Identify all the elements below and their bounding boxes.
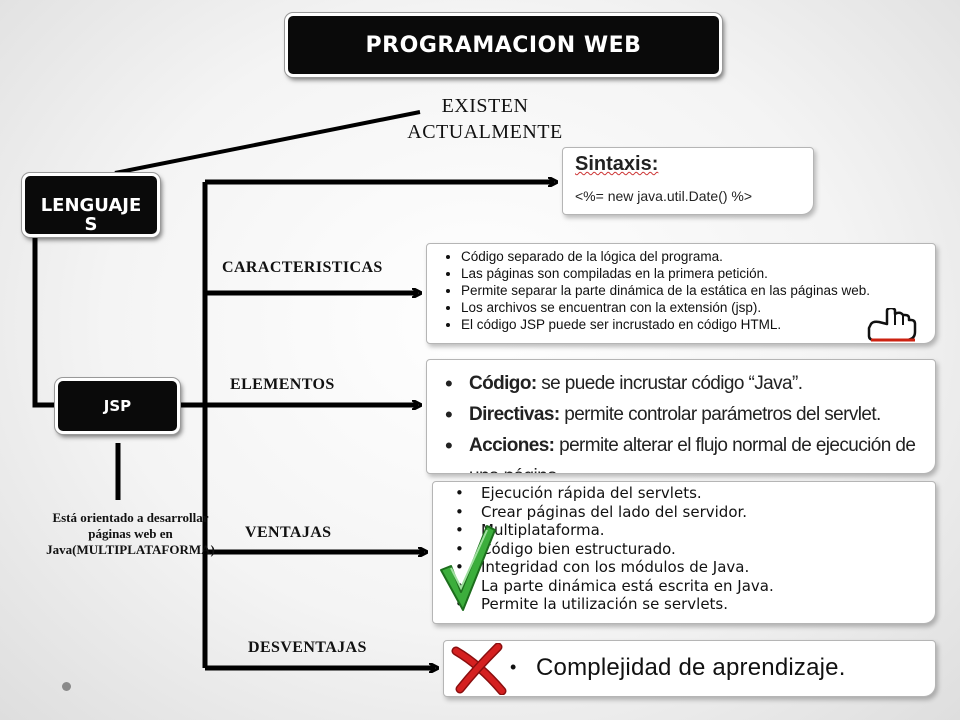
list-item: Permite la utilización se servlets.	[455, 595, 927, 614]
jsp-label: JSP	[103, 397, 132, 415]
list-item: Directivas: permite controlar parámetros…	[445, 399, 927, 430]
elemento-desc: permite controlar parámetros del servlet…	[559, 404, 881, 425]
ventajas-panel: Ejecución rápida del servlets. Crear pág…	[432, 481, 936, 624]
list-item: Código: se puede incrustar código “Java”…	[445, 368, 927, 399]
caracteristicas-list: Código separado de la lógica del program…	[435, 248, 927, 333]
list-item: Código separado de la lógica del program…	[461, 248, 927, 265]
elemento-desc: se puede incrustar código “Java”.	[536, 373, 803, 394]
lenguajes-label: LENGUAJES	[40, 195, 142, 235]
desventajas-label: DESVENTAJAS	[248, 639, 367, 656]
elementos-list: Código: se puede incrustar código “Java”…	[435, 368, 927, 473]
list-item: La parte dinámica está escrita en Java.	[455, 577, 927, 596]
bullet-dot: •	[510, 657, 517, 677]
list-item: Acciones: permite alterar el flujo norma…	[445, 430, 927, 473]
list-item: Permite separar la parte dinámica de la …	[461, 282, 927, 299]
list-item: Integridad con los módulos de Java.	[455, 558, 927, 577]
checkmark-icon	[440, 525, 496, 611]
desventaja-text: Complejidad de aprendizaje.	[536, 654, 846, 681]
caracteristicas-panel: Código separado de la lógica del program…	[426, 243, 936, 344]
list-item: Las páginas son compiladas en la primera…	[461, 265, 927, 282]
slide-dot	[62, 682, 71, 691]
list-item: Código bien estructurado.	[455, 540, 927, 559]
syntax-panel: Sintaxis: <%= new java.util.Date() %>	[562, 147, 814, 215]
ventajas-list: Ejecución rápida del servlets. Crear pág…	[443, 484, 927, 614]
syntax-code: <%= new java.util.Date() %>	[575, 188, 753, 204]
list-item: Los archivos se encuentran con la extens…	[461, 299, 927, 316]
line-lenguajes-jsp	[32, 237, 55, 408]
elementos-panel: Código: se puede incrustar código “Java”…	[426, 359, 936, 474]
elemento-term: Directivas:	[469, 404, 560, 425]
elemento-term: Acciones:	[469, 435, 555, 456]
existen-label: EXISTEN ACTUALMENTE	[407, 95, 563, 143]
jsp-box: JSP	[55, 378, 180, 434]
syntax-title: Sintaxis:	[575, 153, 659, 175]
jsp-description: Está orientado a desarrollar páginas web…	[46, 510, 215, 557]
elemento-desc: permite alterar el flujo normal de ejecu…	[469, 435, 916, 473]
ventajas-label: VENTAJAS	[245, 524, 332, 541]
pointing-hand-icon	[867, 308, 917, 342]
caracteristicas-label: CARACTERISTICAS	[222, 259, 383, 276]
lenguajes-box: LENGUAJES	[22, 173, 160, 237]
line-lenguajes-existen	[114, 110, 421, 175]
list-item: Crear páginas del lado del servidor.	[455, 503, 927, 522]
list-item: Multiplataforma.	[455, 521, 927, 540]
title-box: PROGRAMACION WEB	[285, 13, 722, 77]
elemento-term: Código:	[469, 373, 537, 394]
elementos-label: ELEMENTOS	[230, 376, 335, 393]
red-x-icon	[451, 643, 507, 695]
desventajas-panel: • Complejidad de aprendizaje.	[443, 640, 936, 697]
list-item: El código JSP puede ser incrustado en có…	[461, 316, 927, 333]
list-item: Ejecución rápida del servlets.	[455, 484, 927, 503]
diagram-title: PROGRAMACION WEB	[365, 32, 642, 58]
